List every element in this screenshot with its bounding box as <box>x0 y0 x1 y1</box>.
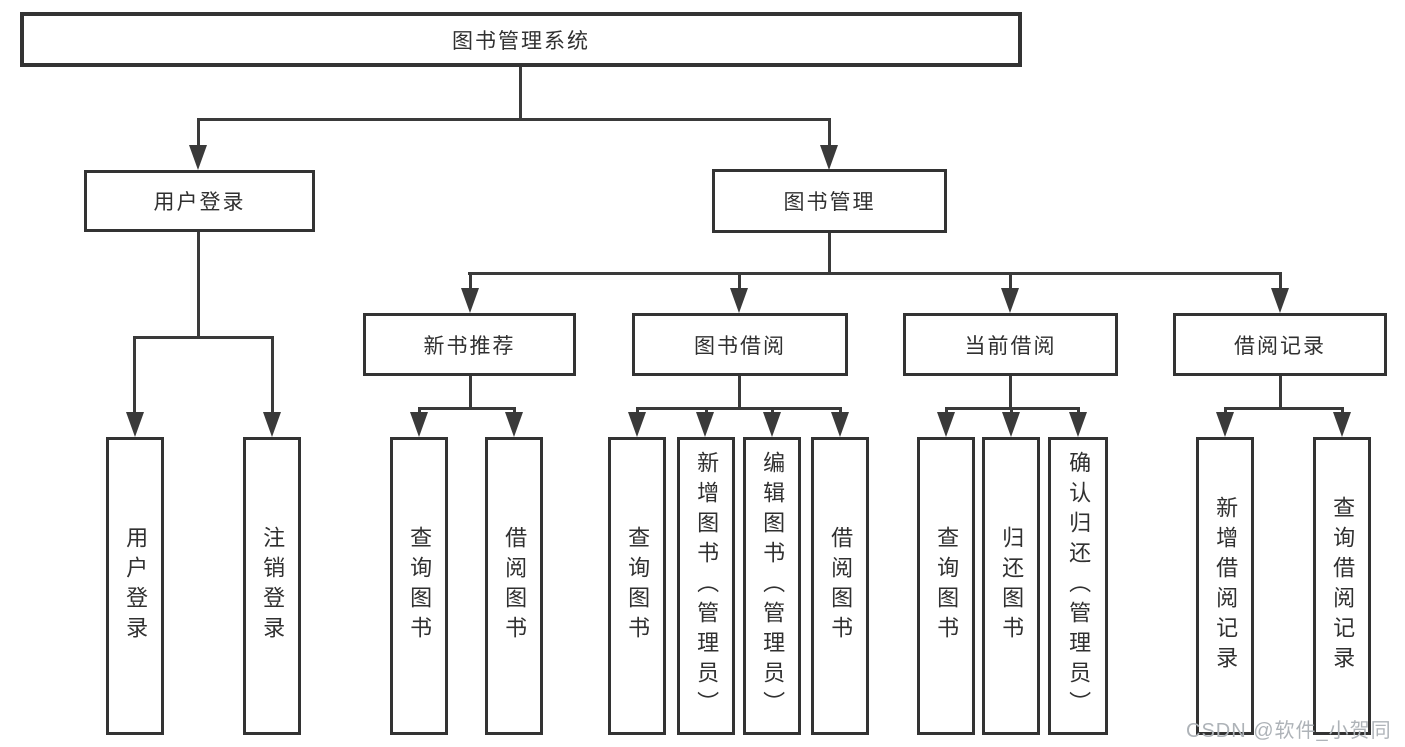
leaf-label: 编辑图书（管理员） <box>760 451 786 721</box>
leaf-label: 借阅图书 <box>828 526 854 646</box>
connector-stem <box>1077 407 1080 416</box>
group-node-borrow-records: 借阅记录 <box>1173 313 1387 376</box>
branch-node-book-management: 图书管理 <box>712 169 947 233</box>
arrow-down-icon <box>1216 412 1234 437</box>
group-node-new-book-recommend: 新书推荐 <box>363 313 576 376</box>
group-node-current-borrow: 当前借阅 <box>903 313 1118 376</box>
leaf-node-borrow-books-1: 借阅图书 <box>485 437 543 735</box>
arrow-down-icon <box>263 412 281 437</box>
leaf-node-add-borrow-record: 新增借阅记录 <box>1196 437 1254 735</box>
leaf-node-edit-books-admin: 编辑图书（管理员） <box>743 437 801 735</box>
leaf-label: 查询借阅记录 <box>1330 496 1356 676</box>
arrow-down-icon <box>820 145 838 170</box>
connector-stem <box>1279 272 1282 291</box>
leaf-node-confirm-return-admin: 确认归还（管理员） <box>1048 437 1108 735</box>
leaf-node-query-books-3: 查询图书 <box>917 437 975 735</box>
connector-stem <box>513 407 516 416</box>
connector-stem <box>839 407 842 416</box>
arrow-down-icon <box>730 288 748 313</box>
connector-branch-line <box>133 336 274 339</box>
connector-stem <box>828 233 831 275</box>
connector-stem <box>133 336 136 415</box>
arrow-down-icon <box>763 412 781 437</box>
connector-branch-line <box>1224 407 1344 410</box>
arrow-down-icon <box>461 288 479 313</box>
leaf-label: 用户登录 <box>123 526 149 646</box>
leaf-label: 注销登录 <box>260 526 286 646</box>
arrow-down-icon <box>1333 412 1351 437</box>
connector-stem <box>469 272 472 291</box>
leaf-label: 借阅图书 <box>502 526 528 646</box>
leaf-label: 新增借阅记录 <box>1213 496 1239 676</box>
connector-stem <box>771 407 774 416</box>
connector-stem <box>519 67 522 121</box>
connector-stem <box>197 118 200 148</box>
leaf-node-add-books-admin: 新增图书（管理员） <box>677 437 735 735</box>
arrow-down-icon <box>937 412 955 437</box>
leaf-label: 查询图书 <box>625 526 651 646</box>
leaf-node-user-login: 用户登录 <box>106 437 164 735</box>
leaf-label: 查询图书 <box>407 526 433 646</box>
leaf-label: 新增图书（管理员） <box>694 451 720 721</box>
connector-stem <box>705 407 708 416</box>
connector-stem <box>828 118 831 148</box>
connector-branch-line <box>468 272 1282 275</box>
arrow-down-icon <box>628 412 646 437</box>
leaf-label: 确认归还（管理员） <box>1066 451 1092 721</box>
arrow-down-icon <box>1002 412 1020 437</box>
root-node-library-system: 图书管理系统 <box>20 12 1022 67</box>
connector-stem <box>469 376 472 410</box>
arrow-down-icon <box>1271 288 1289 313</box>
leaf-node-query-borrow-record: 查询借阅记录 <box>1313 437 1371 735</box>
connector-stem <box>738 272 741 291</box>
connector-stem <box>1279 376 1282 410</box>
connector-stem <box>1224 407 1227 416</box>
leaf-node-query-books-2: 查询图书 <box>608 437 666 735</box>
connector-stem <box>1341 407 1344 416</box>
leaf-node-return-books: 归还图书 <box>982 437 1040 735</box>
arrow-down-icon <box>505 412 523 437</box>
arrow-down-icon <box>126 412 144 437</box>
arrow-down-icon <box>410 412 428 437</box>
connector-branch-line <box>636 407 842 410</box>
arrow-down-icon <box>189 145 207 170</box>
connector-stem <box>418 407 421 416</box>
arrow-down-icon <box>831 412 849 437</box>
group-node-book-borrow: 图书借阅 <box>632 313 848 376</box>
connector-stem <box>1010 407 1013 416</box>
arrow-down-icon <box>1001 288 1019 313</box>
leaf-label: 归还图书 <box>999 526 1025 646</box>
connector-stem <box>636 407 639 416</box>
leaf-label: 查询图书 <box>934 526 960 646</box>
connector-branch-line <box>197 118 831 121</box>
leaf-node-borrow-books-2: 借阅图书 <box>811 437 869 735</box>
connector-stem <box>1009 376 1012 410</box>
leaf-node-logout: 注销登录 <box>243 437 301 735</box>
connector-stem <box>738 376 741 410</box>
branch-node-user-login: 用户登录 <box>84 170 315 232</box>
connector-stem <box>197 232 200 339</box>
arrow-down-icon <box>1069 412 1087 437</box>
leaf-node-query-books-1: 查询图书 <box>390 437 448 735</box>
arrow-down-icon <box>696 412 714 437</box>
connector-stem <box>945 407 948 416</box>
connector-stem <box>271 336 274 415</box>
watermark: CSDN @软件_小贺同学 <box>1186 720 1392 742</box>
connector-stem <box>1009 272 1012 291</box>
connector-branch-line <box>418 407 516 410</box>
